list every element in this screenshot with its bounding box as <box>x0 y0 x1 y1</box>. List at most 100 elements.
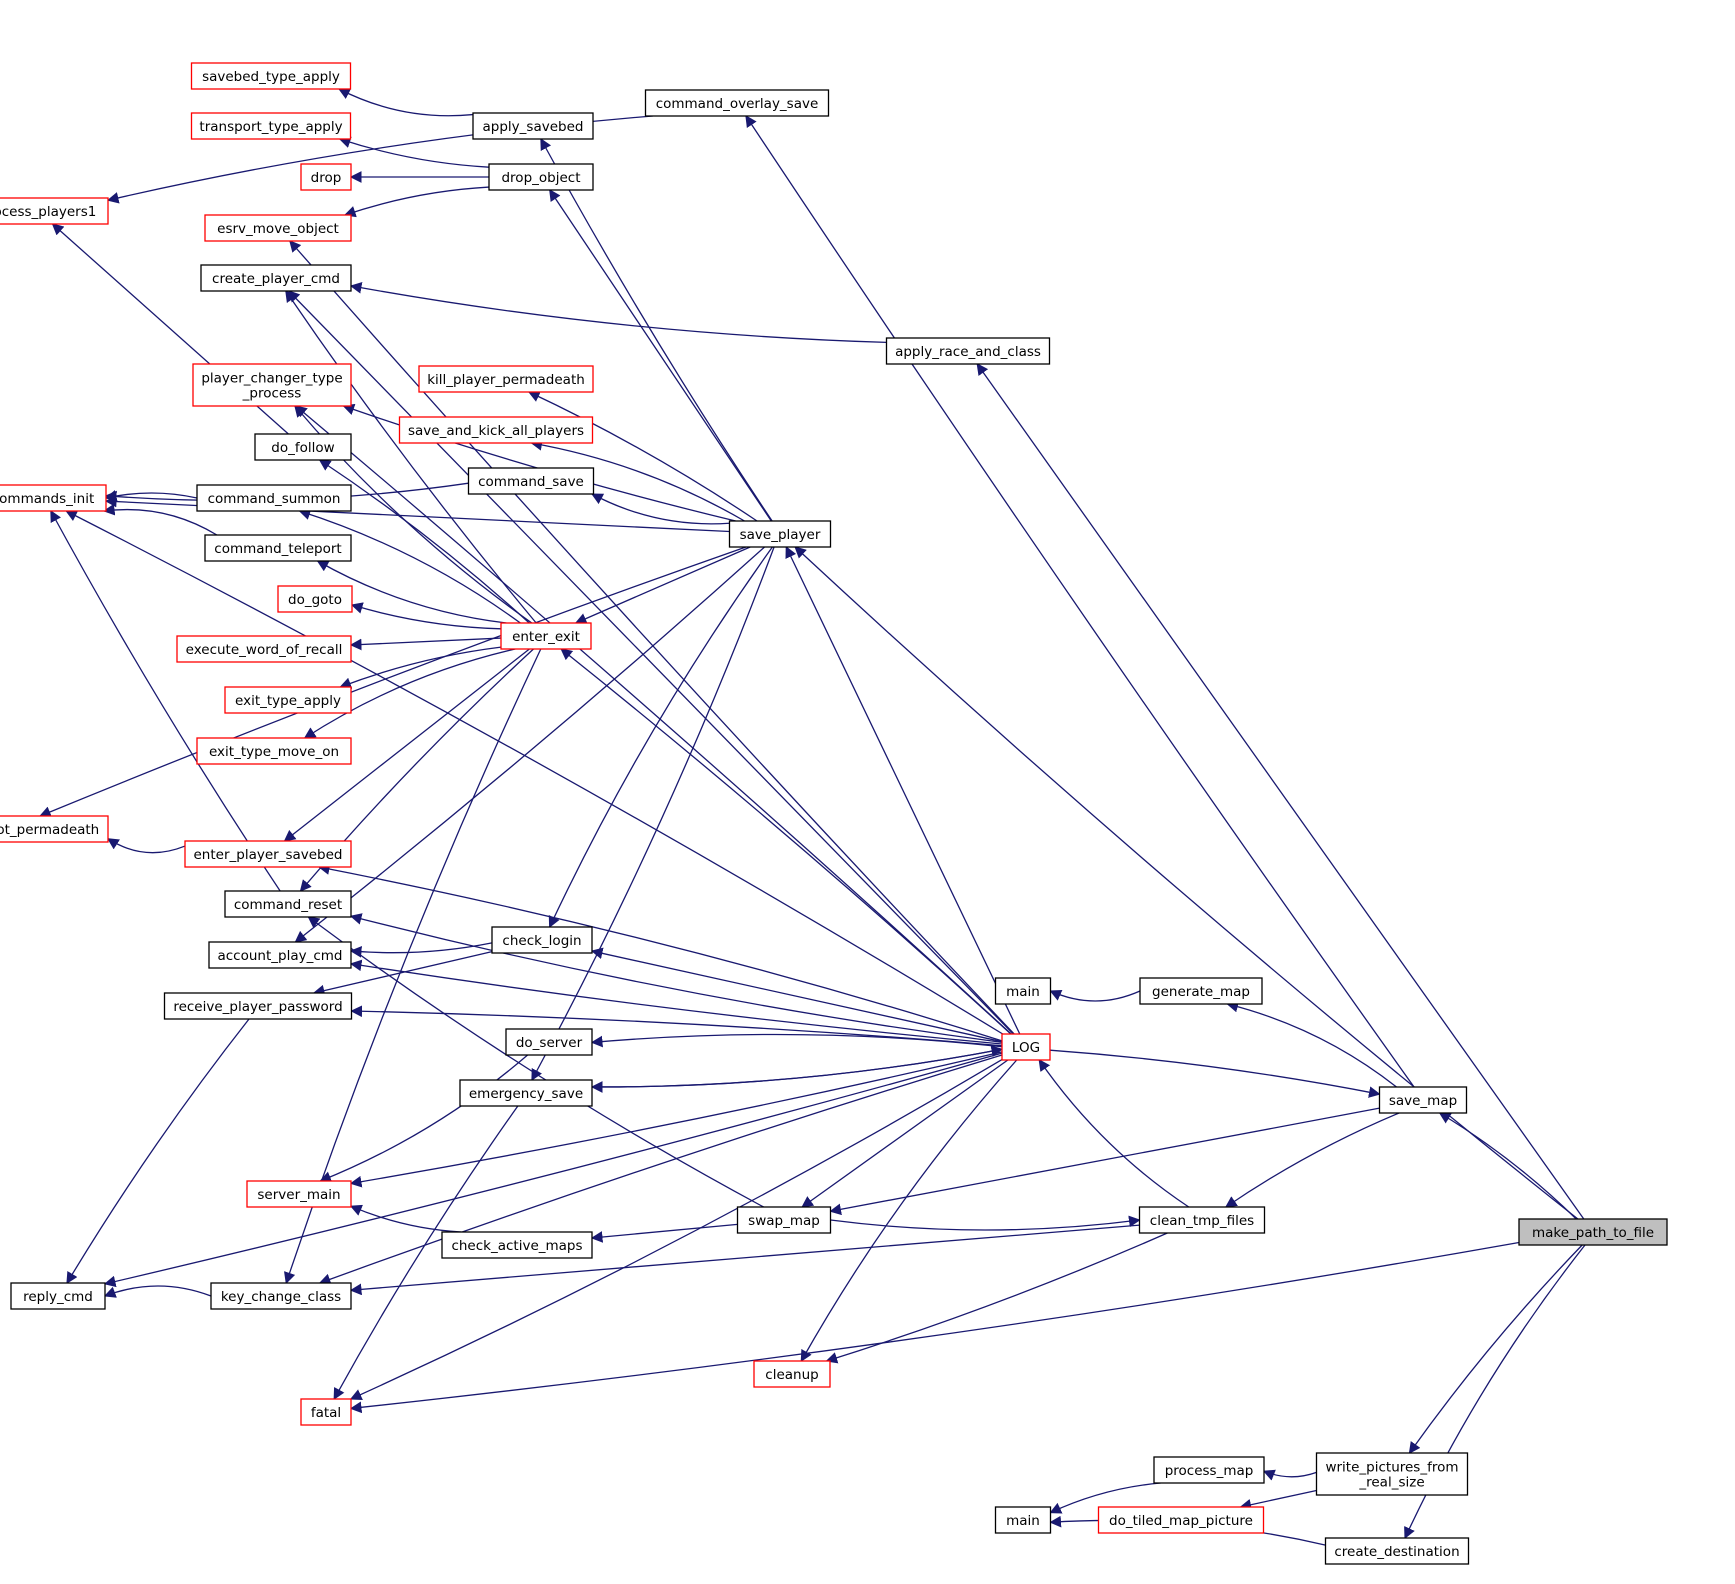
node-savebed-type-apply[interactable]: savebed_type_apply <box>190 62 352 90</box>
node-enter-exit[interactable]: enter_exit <box>500 622 592 650</box>
edge-commands_init-to-save_player <box>104 495 730 533</box>
node-box <box>190 62 352 90</box>
node-box <box>0 484 107 512</box>
node-exit-type-move-on[interactable]: exit_type_move_on <box>196 737 352 765</box>
node-main1[interactable]: main <box>994 977 1052 1005</box>
node-command-teleport[interactable]: command_teleport <box>204 534 352 562</box>
node-box <box>644 89 830 117</box>
edge-process_players1-to-do_follow <box>51 223 289 435</box>
node-process-map[interactable]: process_map <box>1153 1456 1265 1484</box>
edge-apply_race_and_class-to-make_path_to_file <box>976 363 1585 1220</box>
edge-command_reset-to-swap_map <box>307 916 764 1208</box>
node-create-destination[interactable]: create_destination <box>1324 1537 1470 1565</box>
edge-LOG-to-emergency_save <box>591 1045 1004 1088</box>
node-label: commands_init <box>0 491 94 507</box>
edge-exit_type_move_on-to-enter_exit <box>303 648 516 739</box>
node-box <box>184 840 352 868</box>
node-label: write_pictures_from <box>1325 1460 1458 1476</box>
node-esrv-move-object[interactable]: esrv_move_object <box>204 214 352 242</box>
node-label: process_map <box>1165 1463 1254 1479</box>
node-kill-player-not-permadeath[interactable]: kill_player_not_permadeath <box>0 815 109 843</box>
node-label: create_player_cmd <box>212 271 340 287</box>
node-do-goto[interactable]: do_goto <box>277 585 353 613</box>
edge-do_server-to-LOG <box>590 1033 1003 1048</box>
node-process-players1[interactable]: process_players1 <box>0 197 109 225</box>
node-enter-player-savebed[interactable]: enter_player_savebed <box>184 840 352 868</box>
node-drop-object[interactable]: drop_object <box>488 163 594 191</box>
node-check-active-maps[interactable]: check_active_maps <box>441 1231 593 1259</box>
node-exit-type-apply[interactable]: exit_type_apply <box>224 686 352 714</box>
node-box <box>176 635 352 663</box>
node-do-server[interactable]: do_server <box>505 1028 593 1056</box>
edge-save_and_kick_all_players-to-save_player <box>530 439 745 522</box>
node-key-change-class[interactable]: key_change_class <box>210 1282 352 1310</box>
node-swap-map[interactable]: swap_map <box>736 1206 832 1234</box>
node-box <box>200 264 352 292</box>
node-box <box>398 416 594 444</box>
node-command-overlay-save[interactable]: command_overlay_save <box>644 89 830 117</box>
node-save-and-kick-all-players[interactable]: save_and_kick_all_players <box>398 416 594 444</box>
node-box <box>500 622 592 650</box>
node-cleanup[interactable]: cleanup <box>753 1360 831 1388</box>
node-reply-cmd[interactable]: reply_cmd <box>10 1282 106 1310</box>
node-check-login[interactable]: check_login <box>491 926 593 954</box>
node-label: check_active_maps <box>451 1238 582 1254</box>
node-command-reset[interactable]: command_reset <box>224 890 352 918</box>
edge-command_summon-to-enter_exit <box>298 508 521 624</box>
node-label: save_player <box>740 527 821 543</box>
edge-create_destination-to-make_path_to_file <box>1404 1244 1586 1540</box>
node-label: save_and_kick_all_players <box>408 423 584 439</box>
node-label: cleanup <box>765 1367 818 1383</box>
node-do-follow[interactable]: do_follow <box>254 433 352 461</box>
node-execute-word-of-recall[interactable]: execute_word_of_recall <box>176 635 352 663</box>
node-label: reply_cmd <box>23 1289 93 1305</box>
node-player-changer-type-process[interactable]: player_changer_type_process <box>192 363 352 407</box>
node-emergency-save[interactable]: emergency_save <box>459 1079 593 1107</box>
node-kill-player-permadeath[interactable]: kill_player_permadeath <box>418 365 594 393</box>
node-commands-init[interactable]: commands_init <box>0 484 107 512</box>
node-save-player[interactable]: save_player <box>728 520 832 548</box>
node-main2[interactable]: main <box>994 1506 1052 1534</box>
node-box <box>1324 1537 1470 1565</box>
node-label: main <box>1006 984 1040 1000</box>
edge-save_map-to-make_path_to_file <box>1438 1112 1577 1220</box>
node-command-save[interactable]: command_save <box>467 467 595 495</box>
node-label: command_reset <box>234 897 342 913</box>
node-receive-player-password[interactable]: receive_player_password <box>163 992 353 1020</box>
edge-write_pictures-to-make_path_to_file <box>1408 1244 1583 1454</box>
edge-create_player_cmd-to-LOG <box>287 290 1014 1035</box>
node-clean-tmp-files[interactable]: clean_tmp_files <box>1138 1206 1266 1234</box>
node-fatal[interactable]: fatal <box>300 1398 352 1426</box>
edge-do_tiled_map_picture-to-write_pictures <box>1239 1489 1317 1511</box>
edge-command_overlay_save-to-save_map <box>745 115 1415 1088</box>
node-make-path-to-file[interactable]: make_path_to_file <box>1518 1218 1668 1246</box>
node-LOG[interactable]: LOG <box>1001 1033 1051 1061</box>
node-save-map[interactable]: save_map <box>1378 1086 1468 1114</box>
edge-reply_cmd-to-LOG <box>103 1052 1003 1288</box>
edge-kill_player_not_permadeath-to-enter_player_savebed <box>107 838 186 854</box>
node-box <box>224 686 352 714</box>
edge-reply_cmd-to-key_change_class <box>103 1285 212 1298</box>
node-apply-race-and-class[interactable]: apply_race_and_class <box>885 337 1051 365</box>
node-command-summon[interactable]: command_summon <box>196 484 352 512</box>
edge-create_player_cmd-to-apply_race_and_class <box>349 282 887 344</box>
node-apply-savebed[interactable]: apply_savebed <box>472 112 594 140</box>
node-transport-type-apply[interactable]: transport_type_apply <box>190 112 352 140</box>
node-do-tiled-map-picture[interactable]: do_tiled_map_picture <box>1097 1506 1265 1534</box>
node-create-player-cmd[interactable]: create_player_cmd <box>200 264 352 292</box>
node-box <box>0 815 109 843</box>
node-label: kill_player_not_permadeath <box>0 822 99 838</box>
node-box <box>491 926 593 954</box>
node-generate-map[interactable]: generate_map <box>1139 977 1263 1005</box>
node-write-pictures[interactable]: write_pictures_from_real_size <box>1315 1452 1469 1496</box>
node-drop[interactable]: drop <box>300 163 352 191</box>
node-label: transport_type_apply <box>199 119 342 135</box>
node-box <box>753 1360 831 1388</box>
node-account-play-cmd[interactable]: account_play_cmd <box>208 941 352 969</box>
node-box <box>1139 977 1263 1005</box>
edge-transport_type_apply-to-drop_object <box>338 136 490 168</box>
edge-esrv_move_object-to-LOG <box>289 240 1015 1035</box>
edge-emergency_save-to-LOG <box>590 1048 1003 1093</box>
node-server-main[interactable]: server_main <box>246 1180 352 1208</box>
edge-fatal-to-emergency_save <box>333 1105 519 1401</box>
